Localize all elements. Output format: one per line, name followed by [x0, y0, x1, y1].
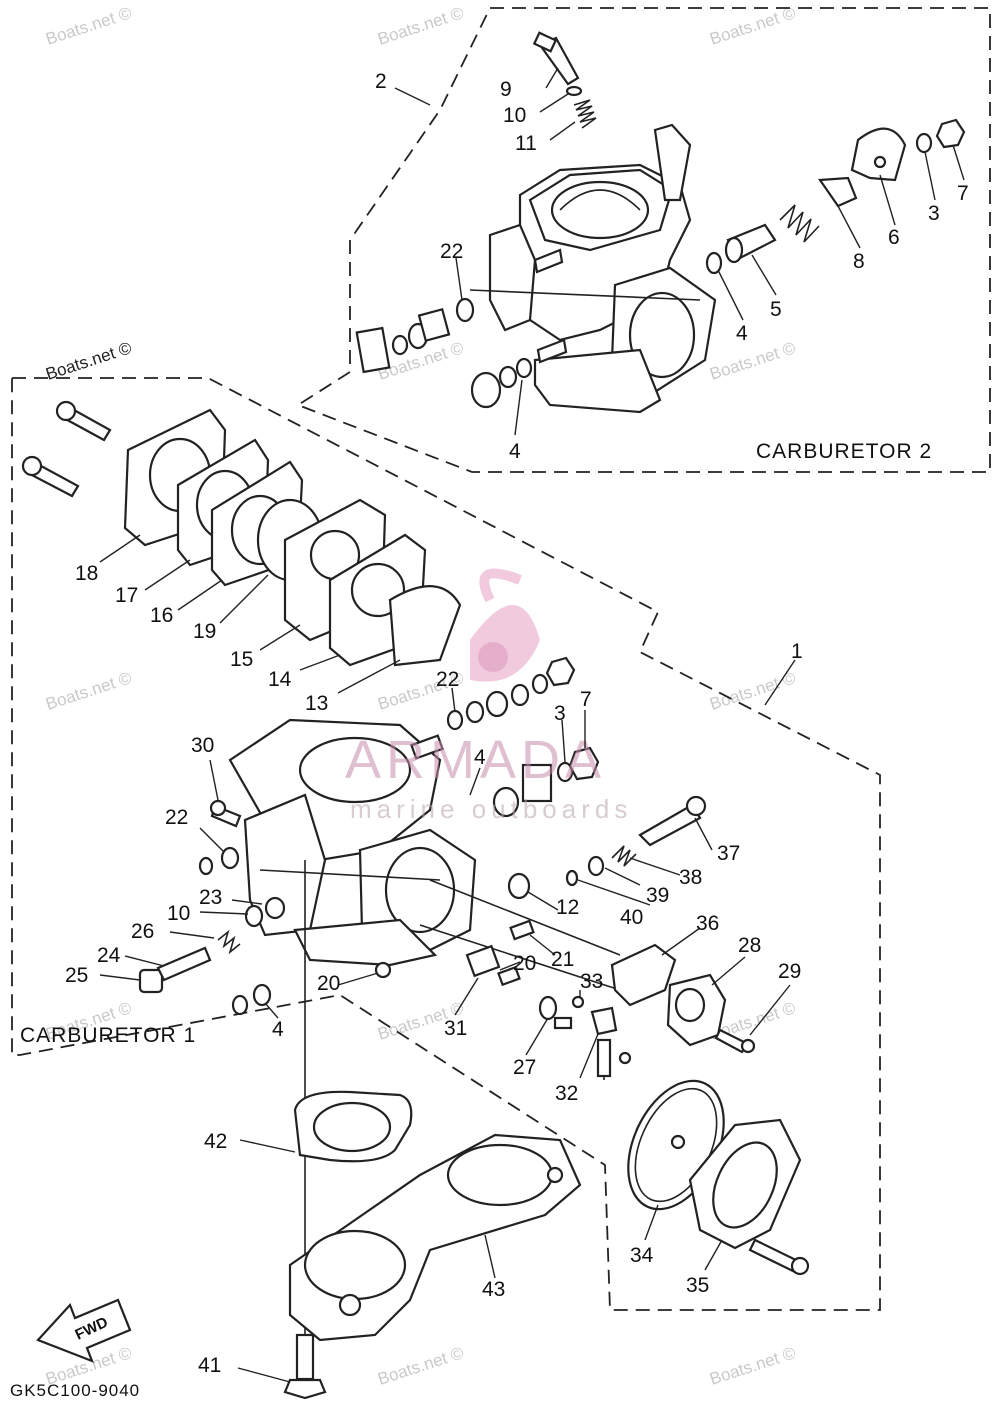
part-number-25: 25: [65, 964, 88, 987]
drawing-code: GK5C100-9040: [10, 1381, 140, 1400]
part-number-17: 17: [115, 584, 138, 607]
watermark-site: Boats.net ©: [375, 1343, 466, 1389]
watermark-site: Boats.net ©: [707, 3, 798, 49]
part-number-27: 27: [513, 1056, 536, 1079]
part-number-21: 21: [551, 948, 574, 971]
carburetor-1-title: CARBURETOR 1: [20, 1024, 196, 1047]
part-number-2: 2: [375, 70, 387, 93]
part-number-18: 18: [75, 562, 98, 585]
part-number-14: 14: [268, 668, 292, 691]
part-number-10: 10: [167, 902, 190, 925]
part-number-15: 15: [230, 648, 253, 671]
part-number-41: 41: [198, 1354, 221, 1377]
part-number-36: 36: [696, 912, 719, 935]
part-number-33: 33: [580, 970, 603, 993]
part-number-34: 34: [630, 1244, 654, 1267]
part-number-3: 3: [554, 702, 566, 725]
part-number-32: 32: [555, 1082, 578, 1105]
part-number-29: 29: [778, 960, 801, 983]
armada-tagline-text: marine outboards: [350, 794, 632, 824]
part-number-12: 12: [556, 896, 579, 919]
part-number-6: 6: [888, 226, 900, 249]
part-number-22: 22: [440, 240, 463, 263]
carburetor-1-boundary: [11, 377, 881, 1311]
part-number-11: 11: [515, 132, 537, 155]
carburetor-1-assembly: [21, 400, 756, 1080]
part-number-4: 4: [509, 440, 521, 463]
part-number-22: 22: [436, 668, 459, 691]
part-number-16: 16: [150, 604, 173, 627]
part-number-22: 22: [165, 806, 188, 829]
watermark-site: Boats.net ©: [375, 3, 466, 49]
part-number-43: 43: [482, 1278, 505, 1301]
part-number-37: 37: [717, 842, 740, 865]
carburetor-2-assembly: [355, 31, 966, 414]
part-number-24: 24: [97, 944, 121, 967]
armada-watermark: ARMADA marine outboards: [345, 568, 632, 824]
part-number-5: 5: [770, 298, 782, 321]
part-number-31: 31: [444, 1017, 467, 1040]
part-number-35: 35: [686, 1274, 709, 1297]
part-number-20: 20: [317, 972, 340, 995]
part-number-19: 19: [193, 620, 216, 643]
armada-brand-text: ARMADA: [345, 730, 606, 790]
part-number-7: 7: [957, 182, 969, 205]
leader-lines: [99, 67, 965, 1383]
part-number-callouts: 1 2 3 3 4 4 4 4 5 6 7 7 8 9 10 10 11 12 …: [65, 70, 969, 1377]
part-number-1: 1: [791, 640, 803, 663]
part-number-39: 39: [646, 884, 669, 907]
part-number-4: 4: [474, 746, 486, 769]
watermark-site: Boats.net ©: [707, 1343, 798, 1389]
watermark-site: Boats.net ©: [43, 668, 134, 714]
part-number-4: 4: [736, 322, 748, 345]
part-number-38: 38: [679, 866, 702, 889]
part-number-13: 13: [305, 692, 328, 715]
part-number-10: 10: [503, 104, 526, 127]
part-number-4: 4: [272, 1018, 284, 1041]
part-number-30: 30: [191, 734, 214, 757]
watermark-site: Boats.net ©: [707, 338, 798, 384]
intake-manifold-assembly: [283, 860, 810, 1400]
fwd-arrow: FWD: [36, 1298, 132, 1363]
carburetor-2-title: CARBURETOR 2: [756, 440, 932, 463]
part-number-23: 23: [199, 886, 222, 909]
carburetor-2-boundary: [296, 7, 991, 473]
part-number-40: 40: [620, 906, 643, 929]
part-number-7: 7: [580, 688, 592, 711]
watermark-site-dark: Boats.net ©: [43, 338, 134, 384]
part-number-42: 42: [204, 1130, 227, 1153]
part-number-26: 26: [131, 920, 154, 943]
part-number-3: 3: [928, 202, 940, 225]
part-number-8: 8: [853, 250, 865, 273]
part-number-9: 9: [500, 78, 512, 101]
watermark-site: Boats.net ©: [43, 3, 134, 49]
part-number-28: 28: [738, 934, 761, 957]
part-number-20: 20: [513, 952, 536, 975]
